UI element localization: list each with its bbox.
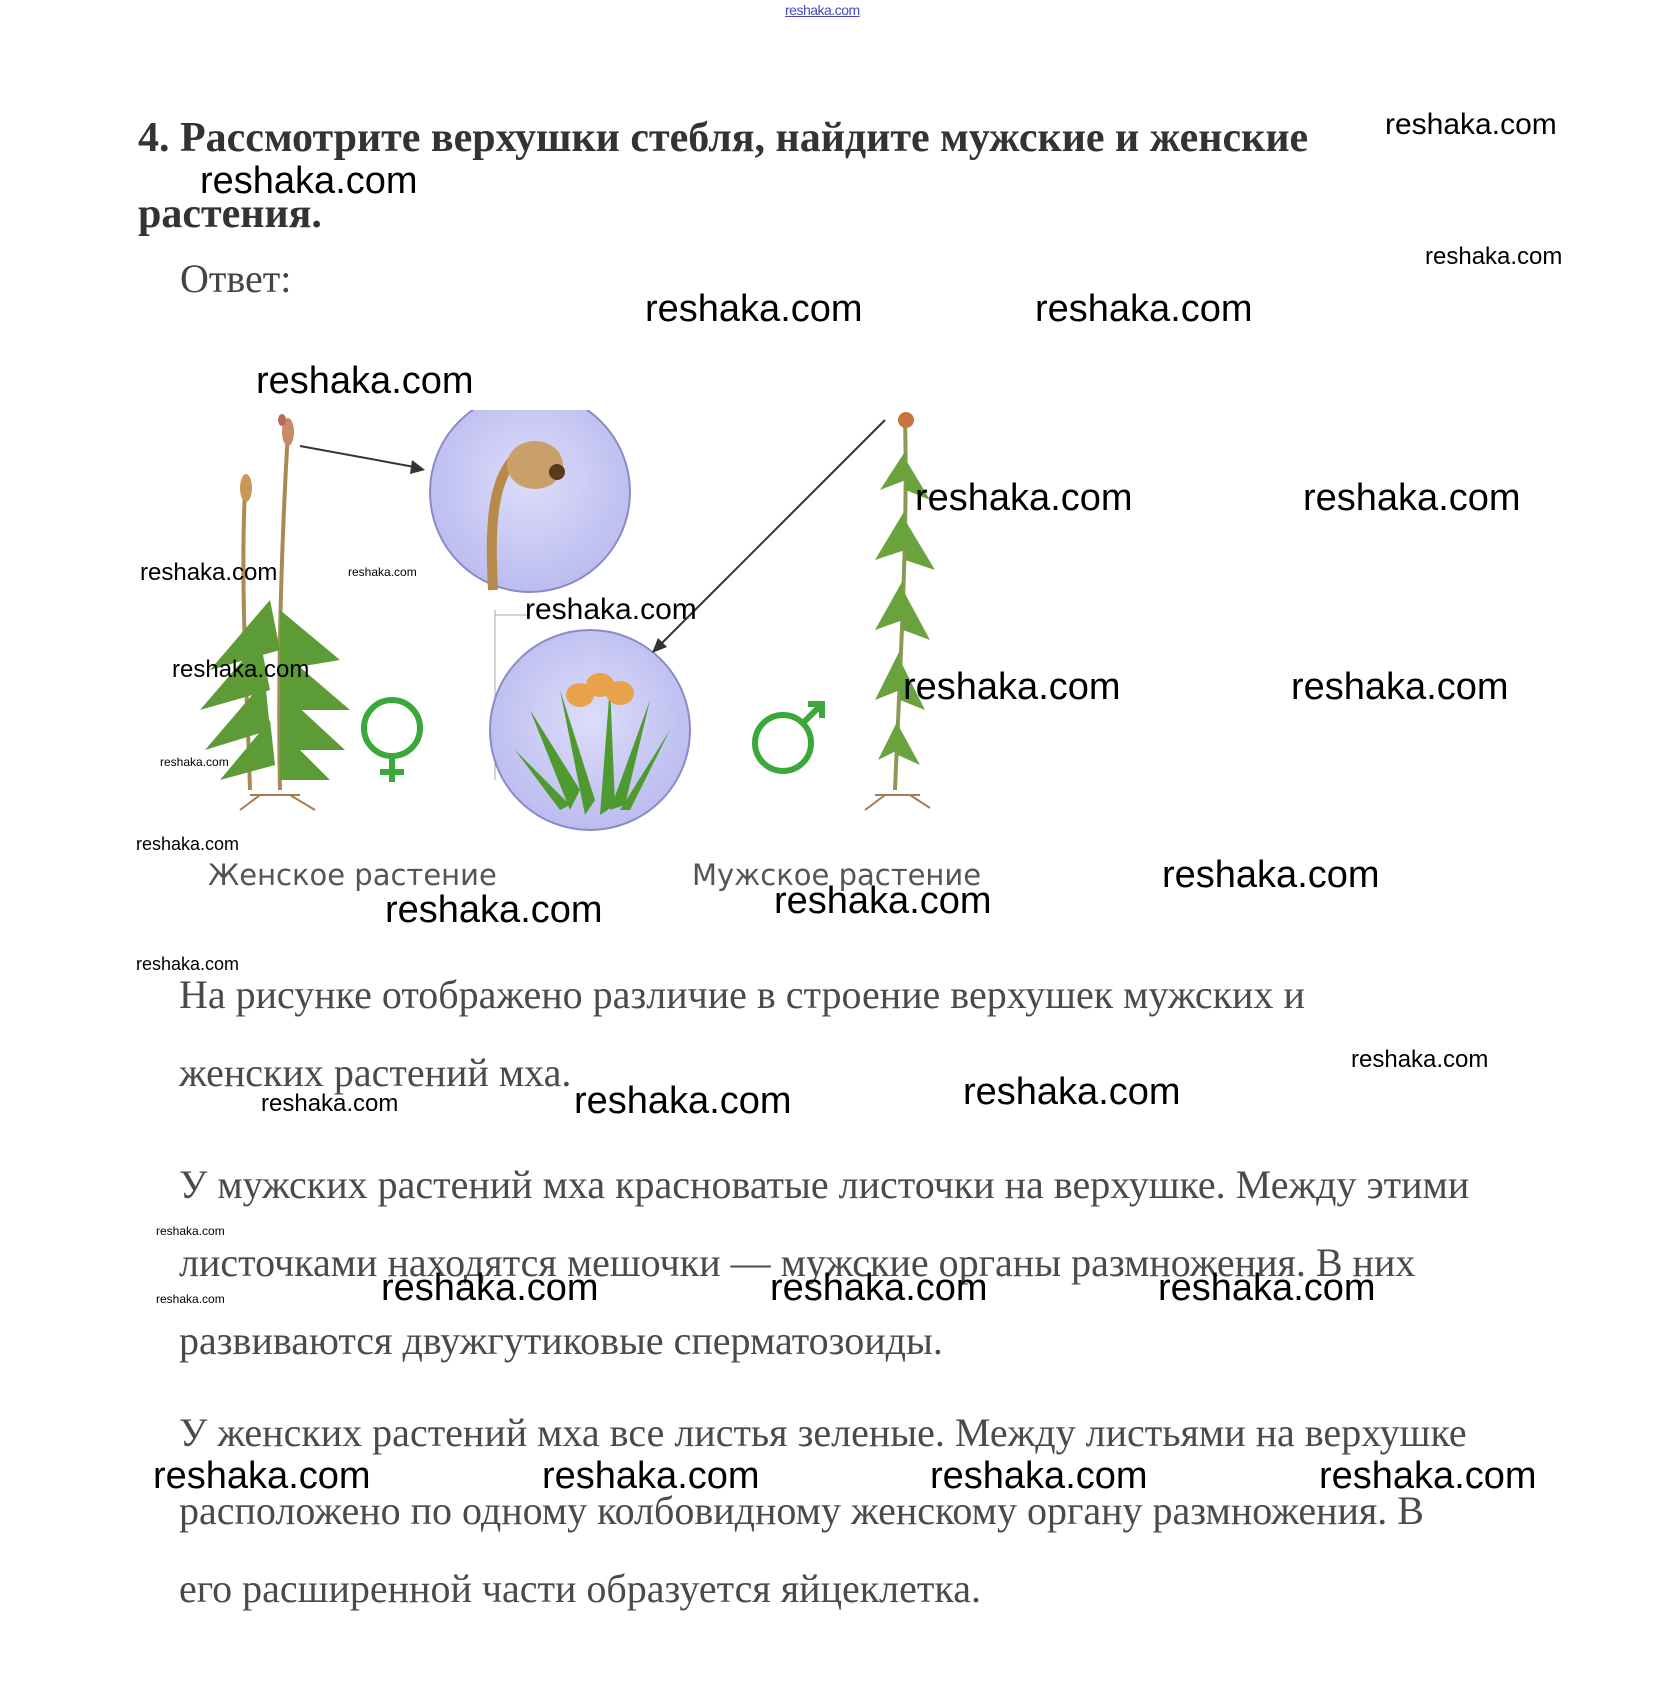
- watermark: reshaka.com: [256, 360, 474, 403]
- watermark: reshaka.com: [1035, 288, 1253, 331]
- watermark: reshaka.com: [1425, 243, 1562, 271]
- watermark: reshaka.com: [348, 565, 417, 579]
- watermark: reshaka.com: [385, 889, 603, 932]
- moss-figure: Женское растение Мужское растение: [130, 410, 1030, 900]
- watermark: reshaka.com: [1291, 666, 1509, 709]
- watermark: reshaka.com: [1385, 108, 1557, 142]
- watermark: reshaka.com: [525, 593, 697, 627]
- site-link[interactable]: reshaka.com: [785, 2, 860, 18]
- male-symbol-icon: [755, 704, 822, 771]
- female-plant: [200, 414, 350, 810]
- male-apex-magnified: [490, 630, 690, 830]
- answer-label: Ответ:: [180, 255, 291, 302]
- watermark: reshaka.com: [903, 666, 1121, 709]
- watermark: reshaka.com: [1158, 1267, 1376, 1310]
- watermark: reshaka.com: [156, 1292, 225, 1306]
- paragraph-2: У мужских растений мха красноватые листо…: [179, 1146, 1599, 1380]
- watermark: reshaka.com: [136, 834, 239, 855]
- female-symbol-icon: [364, 700, 420, 782]
- watermark: reshaka.com: [153, 1455, 371, 1498]
- watermark: reshaka.com: [774, 880, 992, 923]
- female-apex-magnified: [430, 410, 630, 592]
- moss-illustration: [130, 410, 1030, 900]
- watermark: reshaka.com: [160, 755, 229, 769]
- watermark: reshaka.com: [140, 559, 277, 587]
- watermark: reshaka.com: [1162, 854, 1380, 897]
- paragraph-3: У женских растений мха все листья зелены…: [179, 1394, 1479, 1628]
- watermark: reshaka.com: [200, 160, 418, 203]
- female-plant-label: Женское растение: [208, 858, 497, 892]
- paragraph-1: На рисунке отображено различие в строени…: [179, 956, 1449, 1112]
- male-plant: [865, 412, 935, 810]
- watermark: reshaka.com: [915, 477, 1133, 520]
- watermark: reshaka.com: [542, 1455, 760, 1498]
- watermark: reshaka.com: [645, 288, 863, 331]
- watermark: reshaka.com: [156, 1224, 225, 1238]
- watermark: reshaka.com: [381, 1267, 599, 1310]
- watermark: reshaka.com: [172, 656, 309, 684]
- watermark: reshaka.com: [963, 1071, 1181, 1114]
- watermark: reshaka.com: [261, 1090, 398, 1118]
- watermark: reshaka.com: [574, 1080, 792, 1123]
- watermark: reshaka.com: [930, 1455, 1148, 1498]
- watermark: reshaka.com: [136, 954, 239, 975]
- watermark: reshaka.com: [1319, 1455, 1537, 1498]
- watermark: reshaka.com: [1351, 1046, 1488, 1074]
- watermark: reshaka.com: [1303, 477, 1521, 520]
- watermark: reshaka.com: [770, 1267, 988, 1310]
